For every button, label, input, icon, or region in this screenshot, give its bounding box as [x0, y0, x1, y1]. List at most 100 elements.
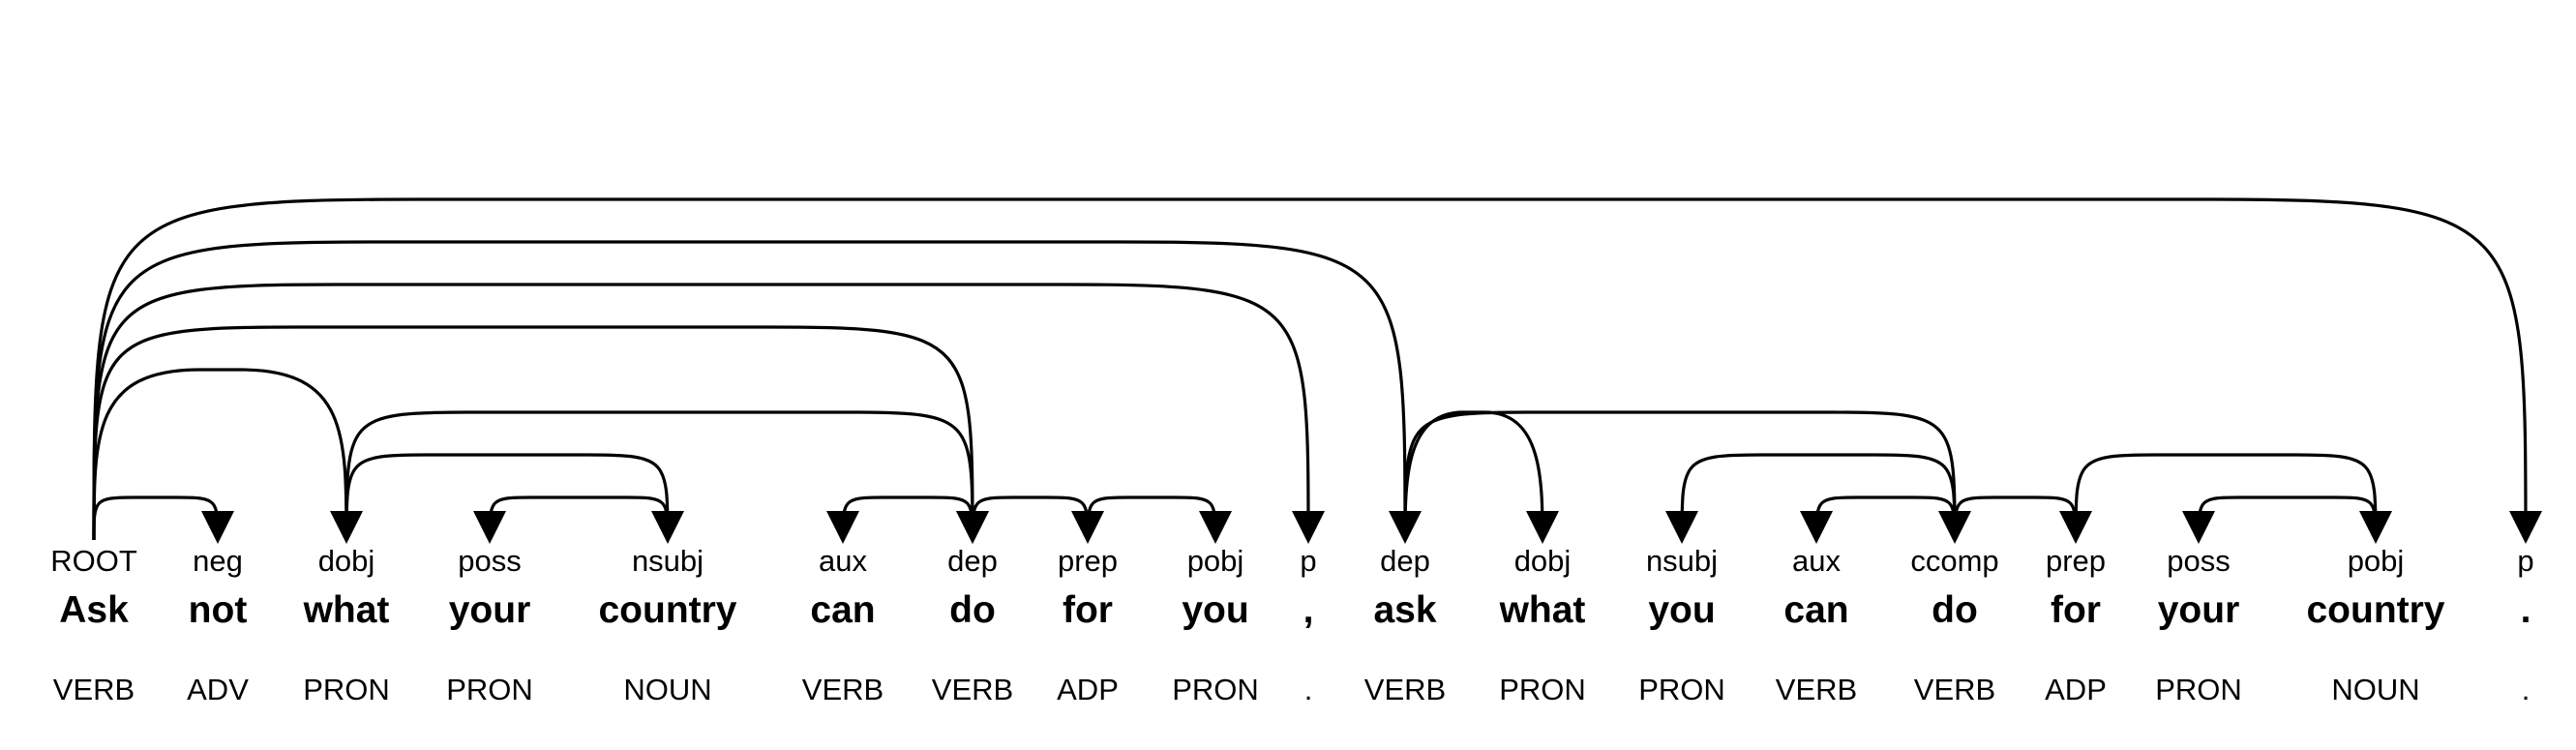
pos-tag-8: PRON	[1172, 673, 1259, 706]
pos-tag-10: VERB	[1364, 673, 1446, 706]
arc-path	[92, 240, 1407, 541]
arc-p-0-9	[92, 283, 1325, 544]
pos-tag-2: PRON	[303, 673, 390, 706]
dep-label-6: dep	[947, 544, 998, 578]
arc-path	[2074, 453, 2378, 541]
token-8[interactable]: you	[1182, 589, 1248, 631]
dep-label-15: prep	[2046, 544, 2106, 578]
arrow-head-icon	[1292, 511, 1325, 544]
token-14[interactable]: do	[1932, 589, 1978, 631]
arc-path	[1086, 495, 1217, 541]
pos-tag-5: VERB	[802, 673, 884, 706]
arc-path	[971, 495, 1090, 541]
token-0[interactable]: Ask	[59, 589, 129, 631]
arc-path	[92, 197, 2528, 541]
arrow-head-icon	[2359, 511, 2392, 544]
arc-p-0-18	[92, 197, 2542, 544]
dep-label-11: dobj	[1514, 544, 1572, 578]
arc-path	[2197, 495, 2378, 541]
token-13[interactable]: can	[1783, 589, 1848, 631]
pos-tag-18: .	[2522, 673, 2531, 706]
token-18[interactable]: .	[2521, 589, 2531, 631]
token-6[interactable]: do	[949, 589, 996, 631]
arc-layer	[92, 197, 2542, 544]
arc-path	[92, 495, 220, 541]
arc-path	[488, 495, 670, 541]
dep-label-18: p	[2517, 544, 2533, 578]
arrow-head-icon	[473, 511, 506, 544]
token-5[interactable]: can	[810, 589, 875, 631]
dep-label-3: poss	[458, 544, 521, 578]
token-1[interactable]: not	[189, 589, 248, 631]
arc-poss-3-4	[473, 495, 670, 544]
arc-path	[344, 410, 974, 541]
pos-tag-4: NOUN	[623, 673, 711, 706]
token-10[interactable]: ask	[1373, 589, 1436, 631]
arc-nsubj-12-14	[1665, 453, 1957, 544]
token-7[interactable]: for	[1063, 589, 1113, 631]
pos-tag-12: PRON	[1638, 673, 1725, 706]
token-16[interactable]: your	[2158, 589, 2240, 631]
arrow-head-icon	[1665, 511, 1698, 544]
arc-prep-14-15	[1953, 495, 2092, 544]
arc-path	[92, 283, 1310, 541]
token-9[interactable]: ,	[1303, 589, 1314, 631]
arrow-head-icon	[651, 511, 684, 544]
token-11[interactable]: what	[1499, 589, 1586, 631]
pos-tag-13: VERB	[1776, 673, 1857, 706]
pos-tag-11: PRON	[1499, 673, 1586, 706]
pos-tag-7: ADP	[1057, 673, 1119, 706]
dep-label-16: poss	[2167, 544, 2230, 578]
arc-pobj-7-8	[1086, 495, 1232, 544]
token-3[interactable]: your	[449, 589, 531, 631]
word-layer: Ask not what your country can do for you, ask what…	[59, 589, 2531, 631]
pos-tag-15: ADP	[2045, 673, 2107, 706]
arc-neg-0-1	[92, 495, 234, 544]
arrow-head-icon	[2182, 511, 2215, 544]
dep-label-7: prep	[1058, 544, 1118, 578]
arc-dep-0-10	[92, 240, 1422, 544]
arc-poss-16-17	[2182, 495, 2378, 544]
pos-tag-17: NOUN	[2331, 673, 2419, 706]
arc-path	[1814, 495, 1957, 541]
arc-dobj-10-11	[1403, 410, 1559, 544]
arrow-head-icon	[1800, 511, 1833, 544]
arc-path	[92, 368, 348, 541]
token-4[interactable]: country	[598, 589, 736, 631]
token-2[interactable]: what	[303, 589, 390, 631]
arc-path	[344, 453, 670, 541]
arc-aux-13-14	[1800, 495, 1957, 544]
dep-label-4: nsubj	[632, 544, 704, 578]
dep-label-12: nsubj	[1646, 544, 1718, 578]
arc-path	[1403, 410, 1957, 541]
arc-path	[1403, 410, 1544, 541]
pos-tag-0: VERB	[53, 673, 135, 706]
dep-label-17: pobj	[2348, 544, 2405, 578]
dep-label-8: pobj	[1187, 544, 1244, 578]
arc-path	[1953, 495, 2078, 541]
arrow-head-icon	[826, 511, 859, 544]
token-15[interactable]: for	[2051, 589, 2101, 631]
arc-aux-5-6	[826, 495, 974, 544]
dep-label-14: ccomp	[1910, 544, 1998, 578]
token-17[interactable]: country	[2306, 589, 2444, 631]
arrow-head-icon	[201, 511, 234, 544]
arrow-head-icon	[1526, 511, 1559, 544]
arc-path	[1680, 453, 1957, 541]
pos-tag-6: VERB	[932, 673, 1013, 706]
arc-pobj-15-17	[2074, 453, 2392, 544]
arc-nsubj-2-4	[344, 453, 684, 544]
arc-path	[841, 495, 974, 541]
pos-tag-14: VERB	[1914, 673, 1995, 706]
dep-label-5: aux	[819, 544, 867, 578]
token-12[interactable]: you	[1648, 589, 1715, 631]
pos-tag-16: PRON	[2155, 673, 2242, 706]
dep-label-10: dep	[1380, 544, 1430, 578]
pos-tag-9: .	[1304, 673, 1313, 706]
dep-label-2: dobj	[318, 544, 375, 578]
dep-label-9: p	[1300, 544, 1316, 578]
arc-prep-6-7	[971, 495, 1104, 544]
